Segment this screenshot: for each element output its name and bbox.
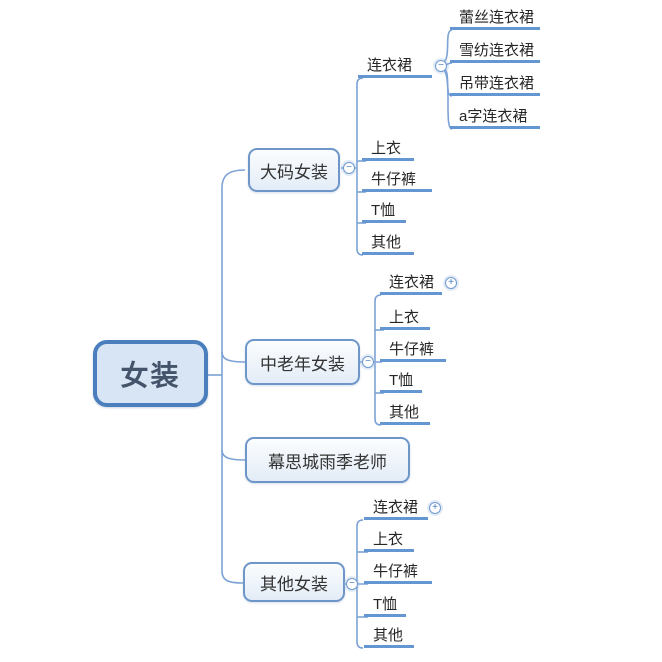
expand-icon[interactable]: +	[429, 502, 441, 514]
connector-fan-1	[443, 29, 453, 63]
connector-spine	[221, 169, 246, 584]
connector-b1-rail	[356, 77, 364, 256]
collapse-icon[interactable]: −	[346, 578, 358, 590]
subtopic-b4-other[interactable]: 其他	[364, 624, 414, 648]
branch-topic-middle-aged[interactable]: 中老年女装	[245, 339, 360, 385]
subtopic-b2-jeans[interactable]: 牛仔裤	[380, 338, 446, 362]
subtopic-lace-dress[interactable]: 蕾丝连衣裙	[450, 6, 540, 30]
subtopic-b2-dress[interactable]: 连衣裙	[380, 271, 442, 295]
subtopic-b1-dress[interactable]: 连衣裙	[358, 54, 432, 78]
subtopic-chiffon-dress[interactable]: 雪纺连衣裙	[450, 39, 540, 63]
connector-branch-3	[221, 449, 246, 461]
branch-topic-other[interactable]: 其他女装	[243, 562, 345, 602]
subtopic-b2-other[interactable]: 其他	[380, 401, 430, 425]
collapse-icon[interactable]: −	[435, 60, 447, 72]
subtopic-b4-dress[interactable]: 连衣裙	[364, 496, 428, 520]
subtopic-b1-jeans[interactable]: 牛仔裤	[362, 168, 432, 192]
subtopic-b1-tshirt[interactable]: T恤	[362, 199, 406, 223]
subtopic-b4-jeans[interactable]: 牛仔裤	[364, 560, 432, 584]
expand-icon[interactable]: +	[445, 277, 457, 289]
subtopic-b2-tshirt[interactable]: T恤	[380, 369, 422, 393]
connector-b2-rail	[374, 294, 382, 426]
collapse-icon[interactable]: −	[343, 162, 355, 174]
collapse-icon[interactable]: −	[362, 356, 374, 368]
branch-topic-plus-size[interactable]: 大码女装	[248, 148, 340, 192]
subtopic-b4-tshirt[interactable]: T恤	[364, 593, 406, 617]
subtopic-aline-dress[interactable]: a字连衣裙	[450, 105, 540, 129]
subtopic-b2-top[interactable]: 上衣	[380, 306, 430, 330]
subtopic-b1-top[interactable]: 上衣	[362, 137, 414, 161]
subtopic-strap-dress[interactable]: 吊带连衣裙	[450, 72, 540, 96]
subtopic-b1-other[interactable]: 其他	[362, 231, 414, 255]
subtopic-b4-top[interactable]: 上衣	[364, 528, 414, 552]
central-topic[interactable]: 女装	[93, 340, 208, 407]
connector-branch-2	[221, 351, 246, 363]
branch-topic-teacher[interactable]: 幕思城雨季老师	[245, 437, 410, 483]
